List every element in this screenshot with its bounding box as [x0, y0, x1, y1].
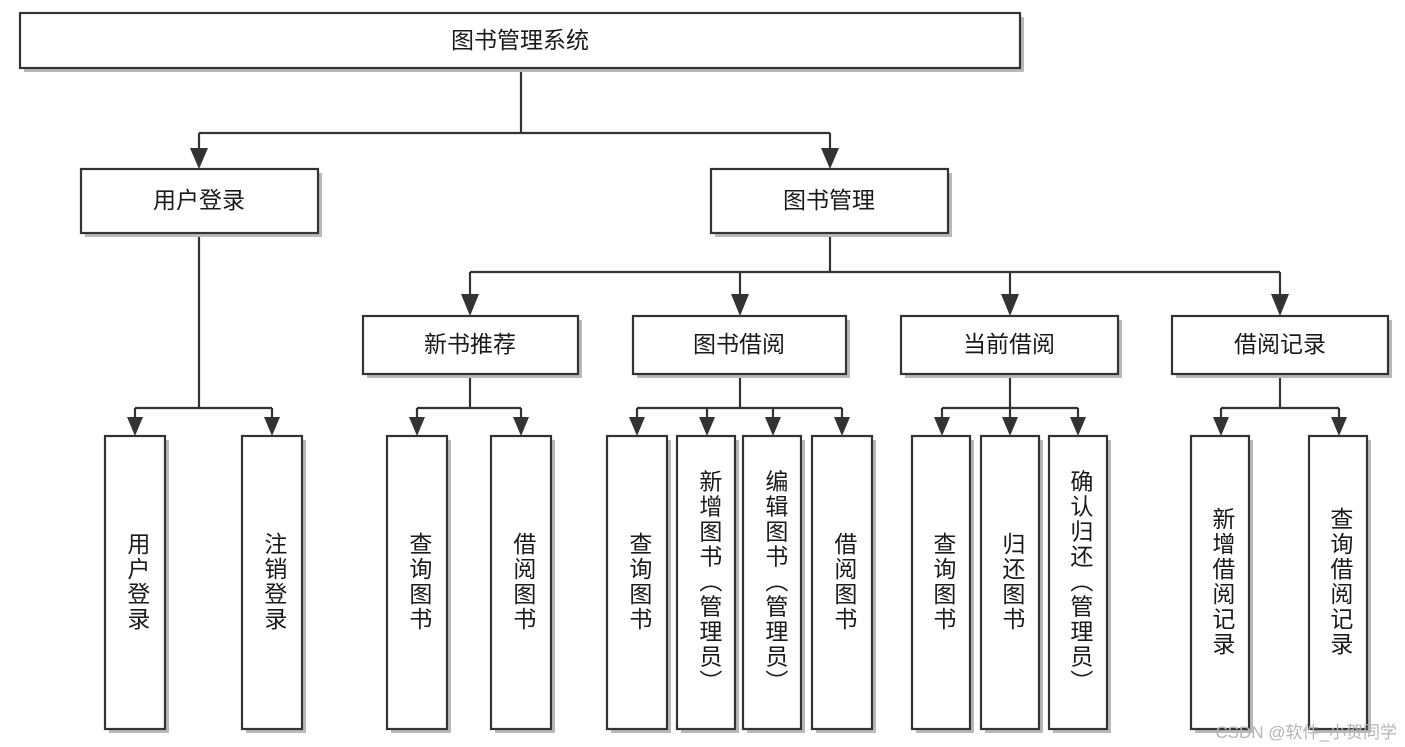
node-new-book-recommend[interactable]: 新书推荐 — [361, 314, 582, 378]
leaf-add-record-label: 新增借阅记录 — [1209, 507, 1236, 657]
node-leaf-add-book[interactable]: 新增图书（管理员） — [675, 434, 739, 733]
leaf-edit-book-box[interactable] — [741, 434, 803, 731]
book-borrow-box[interactable] — [631, 314, 848, 376]
leaf-add-book-box[interactable] — [675, 434, 737, 731]
node-current-borrow[interactable]: 当前借阅 — [899, 314, 1122, 378]
leaf-borrow-book-1-label: 借阅图书 — [510, 532, 537, 632]
arrowhead-book-manage — [821, 148, 839, 169]
root-label: 图书管理系统 — [451, 27, 589, 53]
book-manage-label: 图书管理 — [783, 187, 875, 213]
leaf-user-login-label: 用户登录 — [124, 532, 151, 632]
node-leaf-query-book-3[interactable]: 查询图书 — [910, 434, 974, 733]
leaf-return-book-box[interactable] — [979, 434, 1041, 731]
arrowhead-leaf-user-login — [127, 417, 143, 436]
node-leaf-query-record[interactable]: 查询借阅记录 — [1307, 434, 1371, 733]
connector-layer — [127, 68, 1347, 436]
leaf-query-record-box[interactable] — [1307, 434, 1369, 731]
leaf-edit-book-label: 编辑图书（管理员） — [762, 470, 789, 695]
leaf-borrow-book-1-box[interactable] — [489, 434, 553, 731]
arrowhead-user-login — [190, 148, 208, 169]
arrowhead-leaf-query-book-2 — [629, 417, 645, 436]
arrowhead-leaf-query-book-1 — [409, 417, 425, 436]
node-leaf-query-book-2[interactable]: 查询图书 — [605, 434, 671, 733]
node-leaf-confirm-return[interactable]: 确认归还（管理员） — [1047, 434, 1111, 733]
new-book-recommend-label: 新书推荐 — [424, 331, 516, 357]
arrowhead-leaf-borrow-book-1 — [513, 417, 529, 436]
leaf-user-login-box[interactable] — [103, 434, 167, 731]
new-book-recommend-box[interactable] — [361, 314, 580, 376]
leaf-confirm-return-box[interactable] — [1047, 434, 1109, 731]
node-user-login[interactable]: 用户登录 — [79, 167, 322, 237]
borrow-record-label: 借阅记录 — [1234, 331, 1326, 357]
node-borrow-record[interactable]: 借阅记录 — [1170, 314, 1392, 378]
leaf-query-book-1-box[interactable] — [385, 434, 449, 731]
node-leaf-edit-book[interactable]: 编辑图书（管理员） — [741, 434, 805, 733]
borrow-record-box[interactable] — [1170, 314, 1390, 376]
book-manage-box[interactable] — [709, 167, 950, 235]
current-borrow-box[interactable] — [899, 314, 1120, 376]
node-leaf-user-logout[interactable]: 注销登录 — [240, 434, 306, 733]
node-leaf-return-book[interactable]: 归还图书 — [979, 434, 1043, 733]
arrowhead-leaf-query-record — [1331, 417, 1347, 436]
arrowhead-leaf-edit-book — [765, 417, 781, 436]
node-leaf-user-login[interactable]: 用户登录 — [103, 434, 169, 733]
user-login-box[interactable] — [79, 167, 320, 235]
leaf-query-record-label: 查询借阅记录 — [1327, 507, 1354, 657]
arrowhead-book-borrow — [731, 294, 749, 316]
arrowhead-leaf-add-book — [699, 417, 715, 436]
leaf-user-logout-box[interactable] — [240, 434, 304, 731]
node-leaf-borrow-book-1[interactable]: 借阅图书 — [489, 434, 555, 733]
leaf-query-book-1-label: 查询图书 — [406, 532, 433, 632]
leaf-return-book-label: 归还图书 — [999, 532, 1026, 632]
arrowhead-borrow-record — [1271, 294, 1289, 316]
leaf-borrow-book-2-label: 借阅图书 — [831, 532, 858, 632]
leaf-confirm-return-label: 确认归还（管理员） — [1067, 470, 1094, 695]
user-login-label: 用户登录 — [153, 187, 245, 213]
root-box[interactable] — [18, 11, 1022, 70]
node-book-manage[interactable]: 图书管理 — [709, 167, 952, 237]
leaf-borrow-book-2-box[interactable] — [810, 434, 874, 731]
arrowhead-leaf-borrow-book-2 — [834, 417, 850, 436]
leaf-query-book-3-label: 查询图书 — [930, 532, 957, 632]
arrowhead-leaf-query-book-3 — [934, 417, 950, 436]
arrowhead-current-borrow — [1001, 294, 1019, 316]
leaf-query-book-3-box[interactable] — [910, 434, 972, 731]
node-book-borrow[interactable]: 图书借阅 — [631, 314, 850, 378]
node-leaf-query-book-1[interactable]: 查询图书 — [385, 434, 451, 733]
arrowhead-leaf-return-book — [1002, 417, 1018, 436]
arrowhead-new-book-recommend — [461, 294, 479, 316]
book-borrow-label: 图书借阅 — [693, 331, 785, 357]
leaf-query-book-2-box[interactable] — [605, 434, 669, 731]
node-root[interactable]: 图书管理系统 — [18, 11, 1024, 72]
leaf-user-logout-label: 注销登录 — [261, 532, 288, 632]
leaf-add-record-box[interactable] — [1189, 434, 1251, 731]
node-leaf-borrow-book-2[interactable]: 借阅图书 — [810, 434, 876, 733]
arrowhead-leaf-add-record — [1213, 417, 1229, 436]
node-leaf-add-record[interactable]: 新增借阅记录 — [1189, 434, 1253, 733]
arrowhead-leaf-user-logout — [264, 417, 280, 436]
current-borrow-label: 当前借阅 — [963, 331, 1055, 357]
leaf-add-book-label: 新增图书（管理员） — [696, 470, 723, 695]
leaf-query-book-2-label: 查询图书 — [626, 532, 653, 632]
arrowhead-leaf-confirm-return — [1070, 417, 1086, 436]
